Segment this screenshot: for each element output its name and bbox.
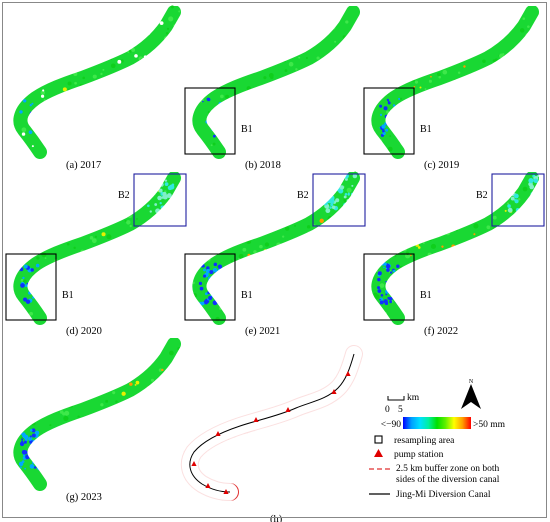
panel-caption: (h) (270, 514, 283, 522)
b1-box (363, 87, 415, 155)
b2-label: B2 (476, 190, 488, 201)
deformation-map (361, 6, 544, 166)
panel-caption: (c) 2019 (424, 160, 459, 171)
panel-c: B1 (c) 2019 (361, 6, 544, 171)
canal-line (189, 353, 355, 493)
b1-box (363, 253, 415, 321)
pump-station-marker (331, 389, 337, 394)
b2-label: B2 (297, 190, 309, 201)
pump-station-marker (191, 461, 197, 466)
legend-buffer-line2: sides of the diversion canal (396, 474, 500, 485)
legend-pump-station: pump station (394, 450, 444, 460)
b1-box (5, 253, 57, 321)
colorbar-min-label: <−90 (381, 420, 401, 430)
b1-label: B1 (62, 290, 74, 301)
panel-b: B1 (b) 2018 (183, 4, 365, 171)
panel-caption: (f) 2022 (424, 326, 458, 337)
b1-label: B1 (241, 124, 253, 135)
north-arrow-icon: N (461, 379, 481, 409)
resampling-area-icon (374, 435, 383, 444)
legend: km 0 5 N <−90 >50 mm resampling area pum… (369, 379, 506, 500)
pump-station-marker (205, 483, 211, 488)
b1-box (184, 87, 236, 155)
scale-bar-unit: km (407, 393, 420, 403)
pump-station-marker (253, 417, 259, 422)
legend-resampling-area: resampling area (394, 436, 455, 446)
panel-d: B1 B2 (d) 2020 (3, 170, 187, 337)
deformation-map (183, 170, 366, 332)
panel-e: B1 B2 (e) 2021 (183, 170, 366, 337)
north-arrow-label: N (469, 379, 474, 385)
pump-station-marker (285, 407, 291, 412)
panel-caption: (d) 2020 (66, 326, 102, 337)
b1-label: B1 (420, 124, 432, 135)
b1-label: B1 (241, 290, 253, 301)
deformation-map (3, 170, 186, 332)
panel-caption: (g) 2023 (66, 492, 102, 503)
legend-canal: Jing-Mi Diversion Canal (396, 490, 491, 500)
panel-a: (a) 2017 (4, 4, 186, 171)
colorbar (403, 417, 471, 429)
panel-caption: (e) 2021 (245, 326, 280, 337)
pump-station-marker (215, 431, 221, 436)
b1-label: B1 (420, 290, 432, 301)
panel-h: (h) (180, 344, 364, 522)
b2-box (491, 173, 545, 227)
pump-station-marker (223, 489, 229, 494)
deformation-map (183, 4, 365, 166)
b1-box (184, 253, 236, 321)
b2-label: B2 (118, 190, 130, 201)
deformation-map (362, 172, 544, 332)
figure-frame (2, 2, 547, 518)
scale-bar-tick-start: 0 (385, 405, 390, 415)
pump-station-marker (345, 371, 351, 376)
scale-bar-tick-end: 5 (398, 405, 403, 415)
deformation-map (4, 337, 186, 498)
panel-g: (g) 2023 (4, 337, 186, 503)
scale-bar: km 0 5 (385, 393, 420, 415)
colorbar-max-label: >50 mm (473, 420, 506, 430)
legend-buffer-line1: 2.5 km buffer zone on both (396, 463, 499, 474)
pump-station-icon (374, 449, 383, 457)
panel-f: B1 B2 (f) 2022 (362, 172, 545, 337)
deformation-map (4, 4, 186, 166)
panel-caption: (a) 2017 (66, 160, 101, 171)
panel-caption: (b) 2018 (245, 160, 281, 171)
